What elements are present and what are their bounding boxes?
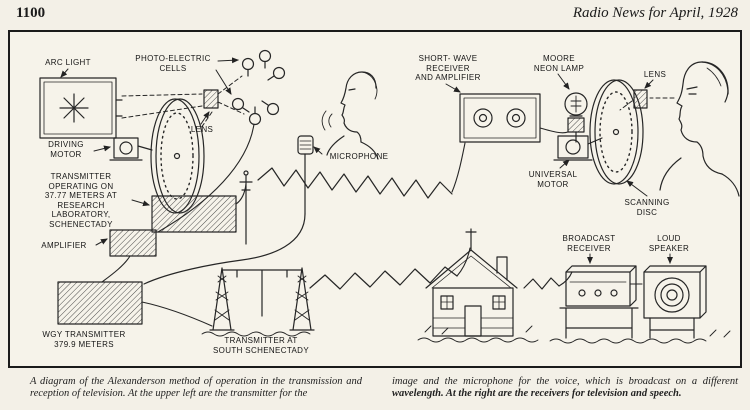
broadcast-receiver-drawing <box>559 265 639 339</box>
driving-motor-drawing <box>109 137 153 161</box>
diagram-art <box>39 49 740 344</box>
label-transmitter-operating: TRANSMITTER OPERATING ON 37.77 METERS AT… <box>44 172 118 229</box>
arc-light-drawing <box>39 77 123 139</box>
antenna-mast-drawing <box>239 170 253 245</box>
label-broadcast-receiver: BROADCAST RECEIVER <box>562 234 616 253</box>
short-wave-receiver-drawing <box>459 93 541 143</box>
label-photo-electric-cells: PHOTO-ELECTRIC CELLS <box>135 54 211 73</box>
journal-title: Radio News for April, 1928 <box>572 5 738 21</box>
microphone-drawing <box>143 135 314 285</box>
moore-neon-lamp-drawing <box>564 92 588 143</box>
caption-right: image and the microphone for the voice, … <box>392 376 738 400</box>
label-arrows <box>60 57 673 264</box>
radio-wave-zigzag-house <box>523 277 560 290</box>
light-beam-dashed <box>121 75 245 129</box>
label-universal-motor: UNIVERSAL MOTOR <box>528 170 578 189</box>
lens-left-drawing <box>203 89 219 109</box>
label-amplifier: AMPLIFIER <box>41 241 87 250</box>
amplifier-box-drawing <box>109 229 157 257</box>
label-moore-neon-lamp: MOORE NEON LAMP <box>533 54 585 73</box>
house-drawing <box>425 228 518 337</box>
connection-wires <box>101 123 643 327</box>
voice-waves-drawing <box>321 110 333 131</box>
label-loud-speaker: LOUD SPEAKER <box>648 234 690 253</box>
caption-right-bold: wavelength. At the right are the receive… <box>392 388 682 399</box>
label-lens-left: LENS <box>190 125 214 134</box>
photo-electric-cells-drawing <box>231 49 286 126</box>
label-scanning-disc: SCANNING DISC <box>624 198 670 217</box>
label-transmitter-south: TRANSMITTER AT SOUTH SCHENECTADY <box>212 336 310 355</box>
caption-left: A diagram of the Alexanderson method of … <box>30 376 362 399</box>
label-short-wave-receiver: SHORT- WAVE RECEIVER AND AMPLIFIER <box>415 54 481 82</box>
loud-speaker-drawing <box>643 265 707 339</box>
viewer-face-drawing <box>659 61 740 197</box>
lens-right-drawing <box>633 89 648 109</box>
label-arc-light: ARC LIGHT <box>45 58 91 67</box>
label-driving-motor: DRIVING MOTOR <box>48 140 84 159</box>
wgy-transmitter-box-drawing <box>57 281 143 325</box>
label-microphone: MICROPHONE <box>329 152 389 161</box>
antenna-towers-drawing <box>209 267 315 331</box>
sight-line-dashed <box>619 97 675 111</box>
caption-right-regular: image and the microphone for the voice, … <box>392 376 738 387</box>
announcer-face-drawing <box>326 71 379 160</box>
label-wgy-transmitter: WGY TRANSMITTER 379.9 METERS <box>42 330 126 349</box>
page-number: 1100 <box>16 5 46 21</box>
radio-wave-zigzag-upper <box>257 167 453 199</box>
short-wave-transmitter-box-drawing <box>151 195 237 233</box>
receiver-scanning-disc-drawing <box>589 79 644 185</box>
label-lens-right: LENS <box>643 70 667 79</box>
diagram-frame: ARC LIGHT PHOTO-ELECTRIC CELLS LENS DRIV… <box>8 30 742 368</box>
ground-squiggles <box>201 325 731 344</box>
radio-wave-zigzag-lower <box>309 266 458 290</box>
